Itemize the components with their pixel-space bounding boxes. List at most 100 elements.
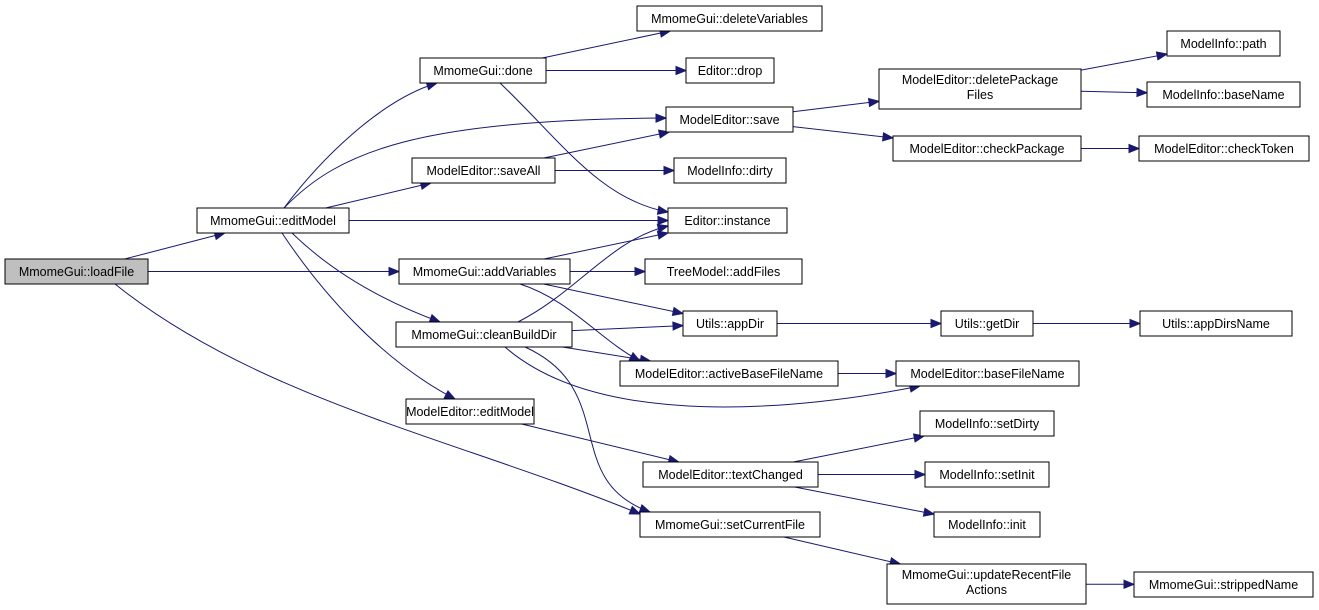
node-meEditModel[interactable]: ModelEditor::editModel (405, 398, 535, 425)
arrowhead (1129, 318, 1142, 329)
arrowhead (868, 97, 881, 108)
arrowhead (428, 313, 442, 323)
node-addFiles[interactable]: TreeModel::addFiles (644, 258, 803, 285)
node-label: Files (967, 88, 993, 102)
arrowhead (388, 266, 401, 277)
node-checkPackage[interactable]: ModelEditor::checkPackage (892, 135, 1082, 162)
node-label: ModelEditor::checkPackage (910, 142, 1065, 156)
edge-saveAll-to-save (543, 129, 671, 159)
edge-save-to-deletePackageFiles (792, 97, 881, 113)
node-deleteVariables[interactable]: MmomeGui::deleteVariables (636, 5, 823, 32)
node-label: ModelInfo::dirty (687, 164, 773, 178)
arrowhead (675, 65, 688, 76)
node-appDir[interactable]: Utils::appDir (682, 310, 778, 337)
node-setDirty[interactable]: ModelInfo::setDirty (919, 410, 1055, 437)
node-label: ModelEditor::checkToken (1154, 142, 1294, 156)
node-baseName[interactable]: ModelInfo::baseName (1146, 81, 1301, 108)
arrowhead (1136, 87, 1149, 98)
node-label: ModelEditor::save (679, 113, 779, 127)
edge-updateRecent-to-strippedName (1085, 579, 1136, 590)
node-textChanged[interactable]: ModelEditor::textChanged (642, 461, 819, 488)
node-init[interactable]: ModelInfo::init (933, 511, 1041, 538)
edge-activeBaseFileName-to-baseFileName (838, 368, 898, 379)
arrowhead (882, 132, 895, 142)
edge-editModel-to-save (283, 113, 668, 209)
node-label: ModelEditor::deletePackage (902, 73, 1058, 87)
edge-cleanBuildDir-to-setCurrentFile (524, 346, 652, 513)
node-checkToken[interactable]: ModelEditor::checkToken (1138, 135, 1310, 162)
arrowhead (1123, 579, 1136, 590)
node-done[interactable]: MmomeGui::done (419, 57, 547, 84)
node-setCurrentFile[interactable]: MmomeGui::setCurrentFile (639, 511, 821, 538)
node-activeBaseFileName[interactable]: ModelEditor::activeBaseFileName (619, 360, 839, 387)
edge-addVariables-to-instance (543, 230, 670, 260)
arrowhead (656, 223, 670, 234)
node-label: MmomeGui::cleanBuildDir (411, 328, 556, 342)
edge-loadFile-to-editModel (124, 231, 227, 260)
node-cleanBuildDir[interactable]: MmomeGui::cleanBuildDir (395, 321, 573, 348)
node-path[interactable]: ModelInfo::path (1166, 30, 1281, 57)
edge-meEditModel-to-textChanged (521, 423, 681, 465)
node-drop[interactable]: Editor::drop (685, 57, 775, 84)
edge-editModel-to-meEditModel (281, 232, 457, 400)
arrowhead (656, 230, 670, 240)
node-editModel[interactable]: MmomeGui::editModel (196, 207, 350, 234)
arrowhead (1128, 143, 1141, 154)
edge-deletePackageFiles-to-path (1080, 51, 1169, 71)
arrowhead (634, 266, 647, 277)
node-label: Editor::drop (698, 64, 763, 78)
edge-done-to-deleteVariables (542, 28, 672, 59)
edge-editModel-to-done (283, 81, 439, 209)
edge-addVariables-to-appDir (543, 283, 685, 317)
node-label: Utils::getDir (955, 317, 1020, 331)
nodes: MmomeGui::loadFileMmomeGui::editModelMmo… (4, 5, 1314, 605)
edge-saveAll-to-dirty (555, 165, 676, 176)
node-label: MmomeGui::editModel (210, 214, 336, 228)
edge-editModel-to-saveAll (325, 180, 433, 209)
node-label: MmomeGui::deleteVariables (651, 12, 808, 26)
node-label: Editor::instance (684, 214, 770, 228)
edge-deletePackageFiles-to-baseName (1080, 87, 1149, 98)
node-strippedName[interactable]: MmomeGui::strippedName (1133, 571, 1314, 598)
edge-save-to-checkPackage (792, 126, 895, 142)
node-label: ModelEditor::textChanged (658, 468, 803, 482)
node-appDirsName[interactable]: Utils::appDirsName (1139, 310, 1293, 337)
node-label: ModelInfo::setInit (939, 468, 1035, 482)
node-label: Utils::appDirsName (1162, 317, 1270, 331)
node-getDir[interactable]: Utils::getDir (940, 310, 1034, 337)
edge-editModel-to-instance (349, 215, 670, 226)
node-label: MmomeGui::updateRecentFile (902, 568, 1072, 582)
node-label: ModelEditor::activeBaseFileName (635, 367, 823, 381)
node-label: ModelInfo::setDirty (935, 417, 1040, 431)
node-label: TreeModel::addFiles (667, 265, 780, 279)
node-loadFile[interactable]: MmomeGui::loadFile (4, 258, 149, 285)
arrowhead (628, 505, 642, 515)
edge-cleanBuildDir-to-instance (517, 223, 670, 323)
node-dirty[interactable]: ModelInfo::dirty (673, 157, 787, 184)
arrowhead (671, 306, 685, 317)
arrowhead (657, 215, 670, 226)
arrowhead (885, 368, 898, 379)
node-label: Utils::appDir (696, 317, 764, 331)
edge-setCurrentFile-to-updateRecent (783, 536, 902, 567)
node-saveAll[interactable]: ModelEditor::saveAll (411, 157, 556, 184)
edge-loadFile-to-setCurrentFile (114, 283, 642, 515)
node-label: ModelEditor::editModel (406, 405, 534, 419)
node-baseFileName[interactable]: ModelEditor::baseFileName (895, 360, 1080, 387)
node-setInit[interactable]: ModelInfo::setInit (924, 461, 1050, 488)
node-save[interactable]: ModelEditor::save (665, 106, 794, 133)
node-label: MmomeGui::done (433, 64, 532, 78)
node-addVariables[interactable]: MmomeGui::addVariables (398, 258, 571, 285)
node-instance[interactable]: Editor::instance (667, 207, 788, 234)
arrowhead (663, 165, 676, 176)
arrowhead (655, 113, 668, 123)
edge-addVariables-to-addFiles (570, 266, 647, 277)
node-label: Actions (966, 583, 1007, 597)
node-label: MmomeGui::loadFile (19, 265, 134, 279)
edge-textChanged-to-setDirty (793, 433, 926, 463)
edge-loadFile-to-addVariables (148, 266, 401, 277)
node-label: MmomeGui::addVariables (413, 265, 557, 279)
